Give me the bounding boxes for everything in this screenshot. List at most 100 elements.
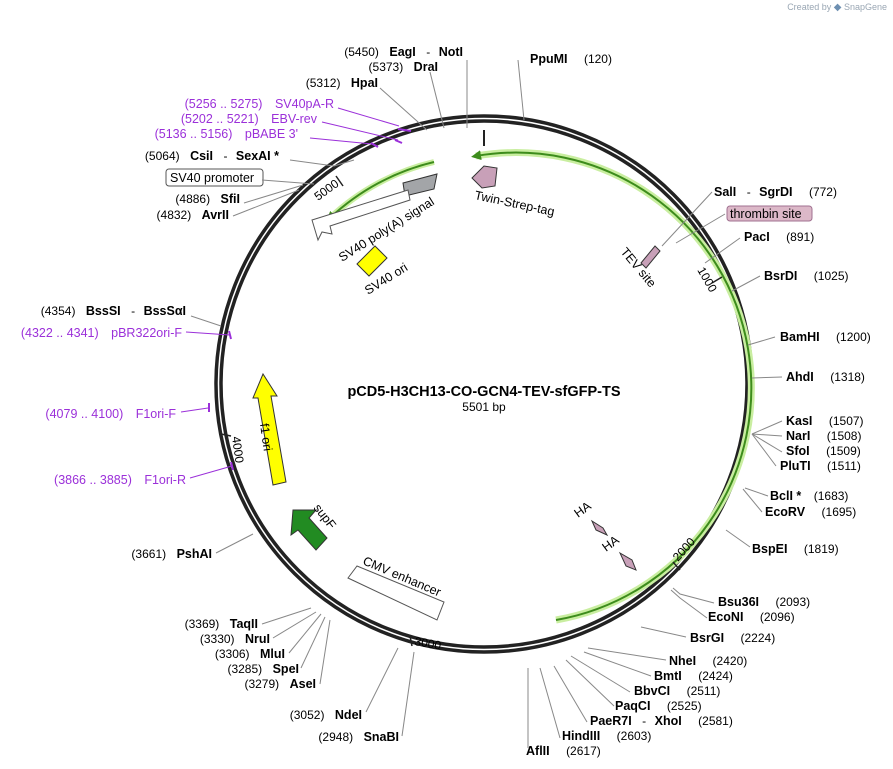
- site-csii-sexai: (5064) CsiI - SexAI *: [145, 147, 279, 164]
- tick-mark-5000: [335, 175, 344, 187]
- ha-shape-2: [618, 551, 637, 571]
- primer-ebv-rev: (5202 .. 5221) EBV-rev: [181, 110, 318, 127]
- primer-leader-line: [337, 107, 400, 127]
- plasmid-length: 5501 bp: [462, 400, 506, 414]
- site-ecorv: EcoRV (1695): [765, 503, 856, 520]
- site-pshai: (3661) PshAI: [131, 545, 212, 562]
- primer-leader-line: [180, 407, 209, 413]
- primer-f1ori-r: (3866 .. 3885) F1ori-R: [54, 471, 186, 488]
- site-ndei: (3052) NdeI: [290, 706, 362, 723]
- site-leader-line: [704, 237, 741, 264]
- site-aflii: AflII (2617): [526, 742, 601, 759]
- site-leader-line: [751, 420, 783, 435]
- site-leader-line: [661, 191, 713, 247]
- site-leader-line: [401, 651, 415, 737]
- thrombin-label: thrombin site: [730, 207, 802, 221]
- site-leader-line: [751, 433, 783, 453]
- tick-label-4000: 4000: [229, 435, 247, 464]
- site-leader-line: [190, 315, 222, 327]
- site-leader-line: [570, 655, 631, 693]
- primer-mark-ebv-rev: [394, 139, 403, 144]
- sv40-ori-shape: [356, 245, 388, 277]
- site-leader-line: [289, 159, 355, 167]
- primer-mark-sv40pa-r: [397, 128, 412, 132]
- site-sali-sgrdi: SalI - SgrDI (772): [714, 183, 837, 200]
- primer-sv40pa-r: (5256 .. 5275) SV40pA-R: [185, 95, 334, 112]
- tick-label-3000: 3000: [413, 634, 442, 652]
- site-eagi-notl: (5450) EagI - NotI: [344, 43, 463, 60]
- snapgene-logo-icon: ◆: [833, 2, 842, 13]
- site-leader-line: [319, 619, 331, 685]
- primer-f1ori-f: (4079 .. 4100) F1ori-F: [45, 405, 176, 422]
- primer-pbabe-3: (5136 .. 5156) pBABE 3': [155, 125, 298, 142]
- cds-arc: [471, 150, 753, 621]
- site-bamhi: BamHI (1200): [780, 328, 871, 345]
- site-paer7i-xhoi: PaeR7I - XhoI (2581): [590, 712, 733, 729]
- site-nari: NarI (1508): [786, 427, 861, 444]
- f1-ori-shape: [252, 372, 287, 486]
- site-leader-line: [751, 376, 783, 379]
- site-bmti: BmtI (2424): [654, 667, 733, 684]
- site-leader-line: [640, 626, 687, 638]
- orf-arc: [326, 161, 435, 222]
- site-sfoi: SfoI (1509): [786, 442, 861, 459]
- sv40-polya-shape: [311, 189, 411, 242]
- cmv-shape: [347, 565, 445, 621]
- ha-label-1: HA: [572, 499, 595, 521]
- site-ahdi: AhdI (1318): [786, 368, 865, 385]
- primer-leader-line: [309, 137, 373, 145]
- site-leader-line: [243, 184, 304, 204]
- site-leader-line: [672, 587, 715, 604]
- f1-ori-label: f1 ori: [257, 422, 275, 451]
- site-ppumi: PpuMI (120): [530, 50, 612, 67]
- site-leader-line: [261, 179, 315, 185]
- site-leader-line: [429, 71, 445, 129]
- site-econi: EcoNI (2096): [708, 608, 795, 625]
- tick-mark-2000: [672, 561, 681, 571]
- ha-label-2: HA: [600, 533, 623, 555]
- site-bsrgi: BsrGI (2224): [690, 629, 775, 646]
- site-leader-line: [751, 433, 777, 467]
- site-leader-line: [670, 589, 708, 619]
- site-kasi: KasI (1507): [786, 412, 864, 429]
- site-leader-line: [747, 336, 776, 346]
- site-leader-line: [725, 529, 751, 548]
- site-sfii: (4886) SfiI: [175, 190, 240, 207]
- tick-mark-1000: [711, 276, 723, 284]
- site-leader-line: [675, 213, 726, 244]
- sv40-promoter-label: SV40 promoter: [170, 171, 254, 185]
- site-snabi: (2948) SnaBI: [318, 728, 399, 745]
- site-nhei: NheI (2420): [669, 652, 747, 669]
- ha-shape-1: [590, 519, 609, 537]
- site-hpai: (5312) HpaI: [306, 74, 378, 91]
- site-paci: PacI (891): [744, 228, 814, 245]
- site-leader-line: [272, 611, 317, 639]
- site-leader-line: [742, 488, 763, 513]
- tick-mark-3000: [409, 635, 413, 647]
- primer-mark-pbabe: [370, 142, 379, 148]
- site-nrui: (3330) NruI: [200, 630, 270, 647]
- twin-strep-label: Twin-Strep-tag: [473, 188, 555, 219]
- site-leader-line: [215, 533, 254, 554]
- site-leader-line: [379, 87, 428, 131]
- snapgene-label: SnapGene: [843, 2, 887, 12]
- primer-pbr322ori-f: (4322 .. 4341) pBR322ori-F: [21, 324, 183, 341]
- site-leader-line: [751, 433, 783, 437]
- site-taqii: (3369) TaqII: [185, 615, 258, 632]
- plasmid-name: pCD5-H3CH13-CO-GCN4-TEV-sfGFP-TS: [347, 384, 620, 400]
- site-leader-line: [288, 613, 322, 654]
- primer-leader-line: [185, 331, 231, 336]
- site-bsu36i: Bsu36I (2093): [718, 593, 810, 610]
- primer-leader-line: [189, 465, 233, 479]
- primer-leader-line: [321, 121, 399, 141]
- thrombin-box: [726, 205, 813, 222]
- site-leader-line: [744, 487, 769, 497]
- site-leader-line: [553, 665, 588, 723]
- site-hindiii: HindIII (2603): [562, 727, 651, 744]
- site-leader-line: [232, 189, 300, 217]
- site-leader-line: [731, 275, 761, 292]
- site-mlui: (3306) MluI: [215, 645, 285, 662]
- sv40-promoter-box: [165, 168, 264, 187]
- site-leader-line: [587, 647, 667, 661]
